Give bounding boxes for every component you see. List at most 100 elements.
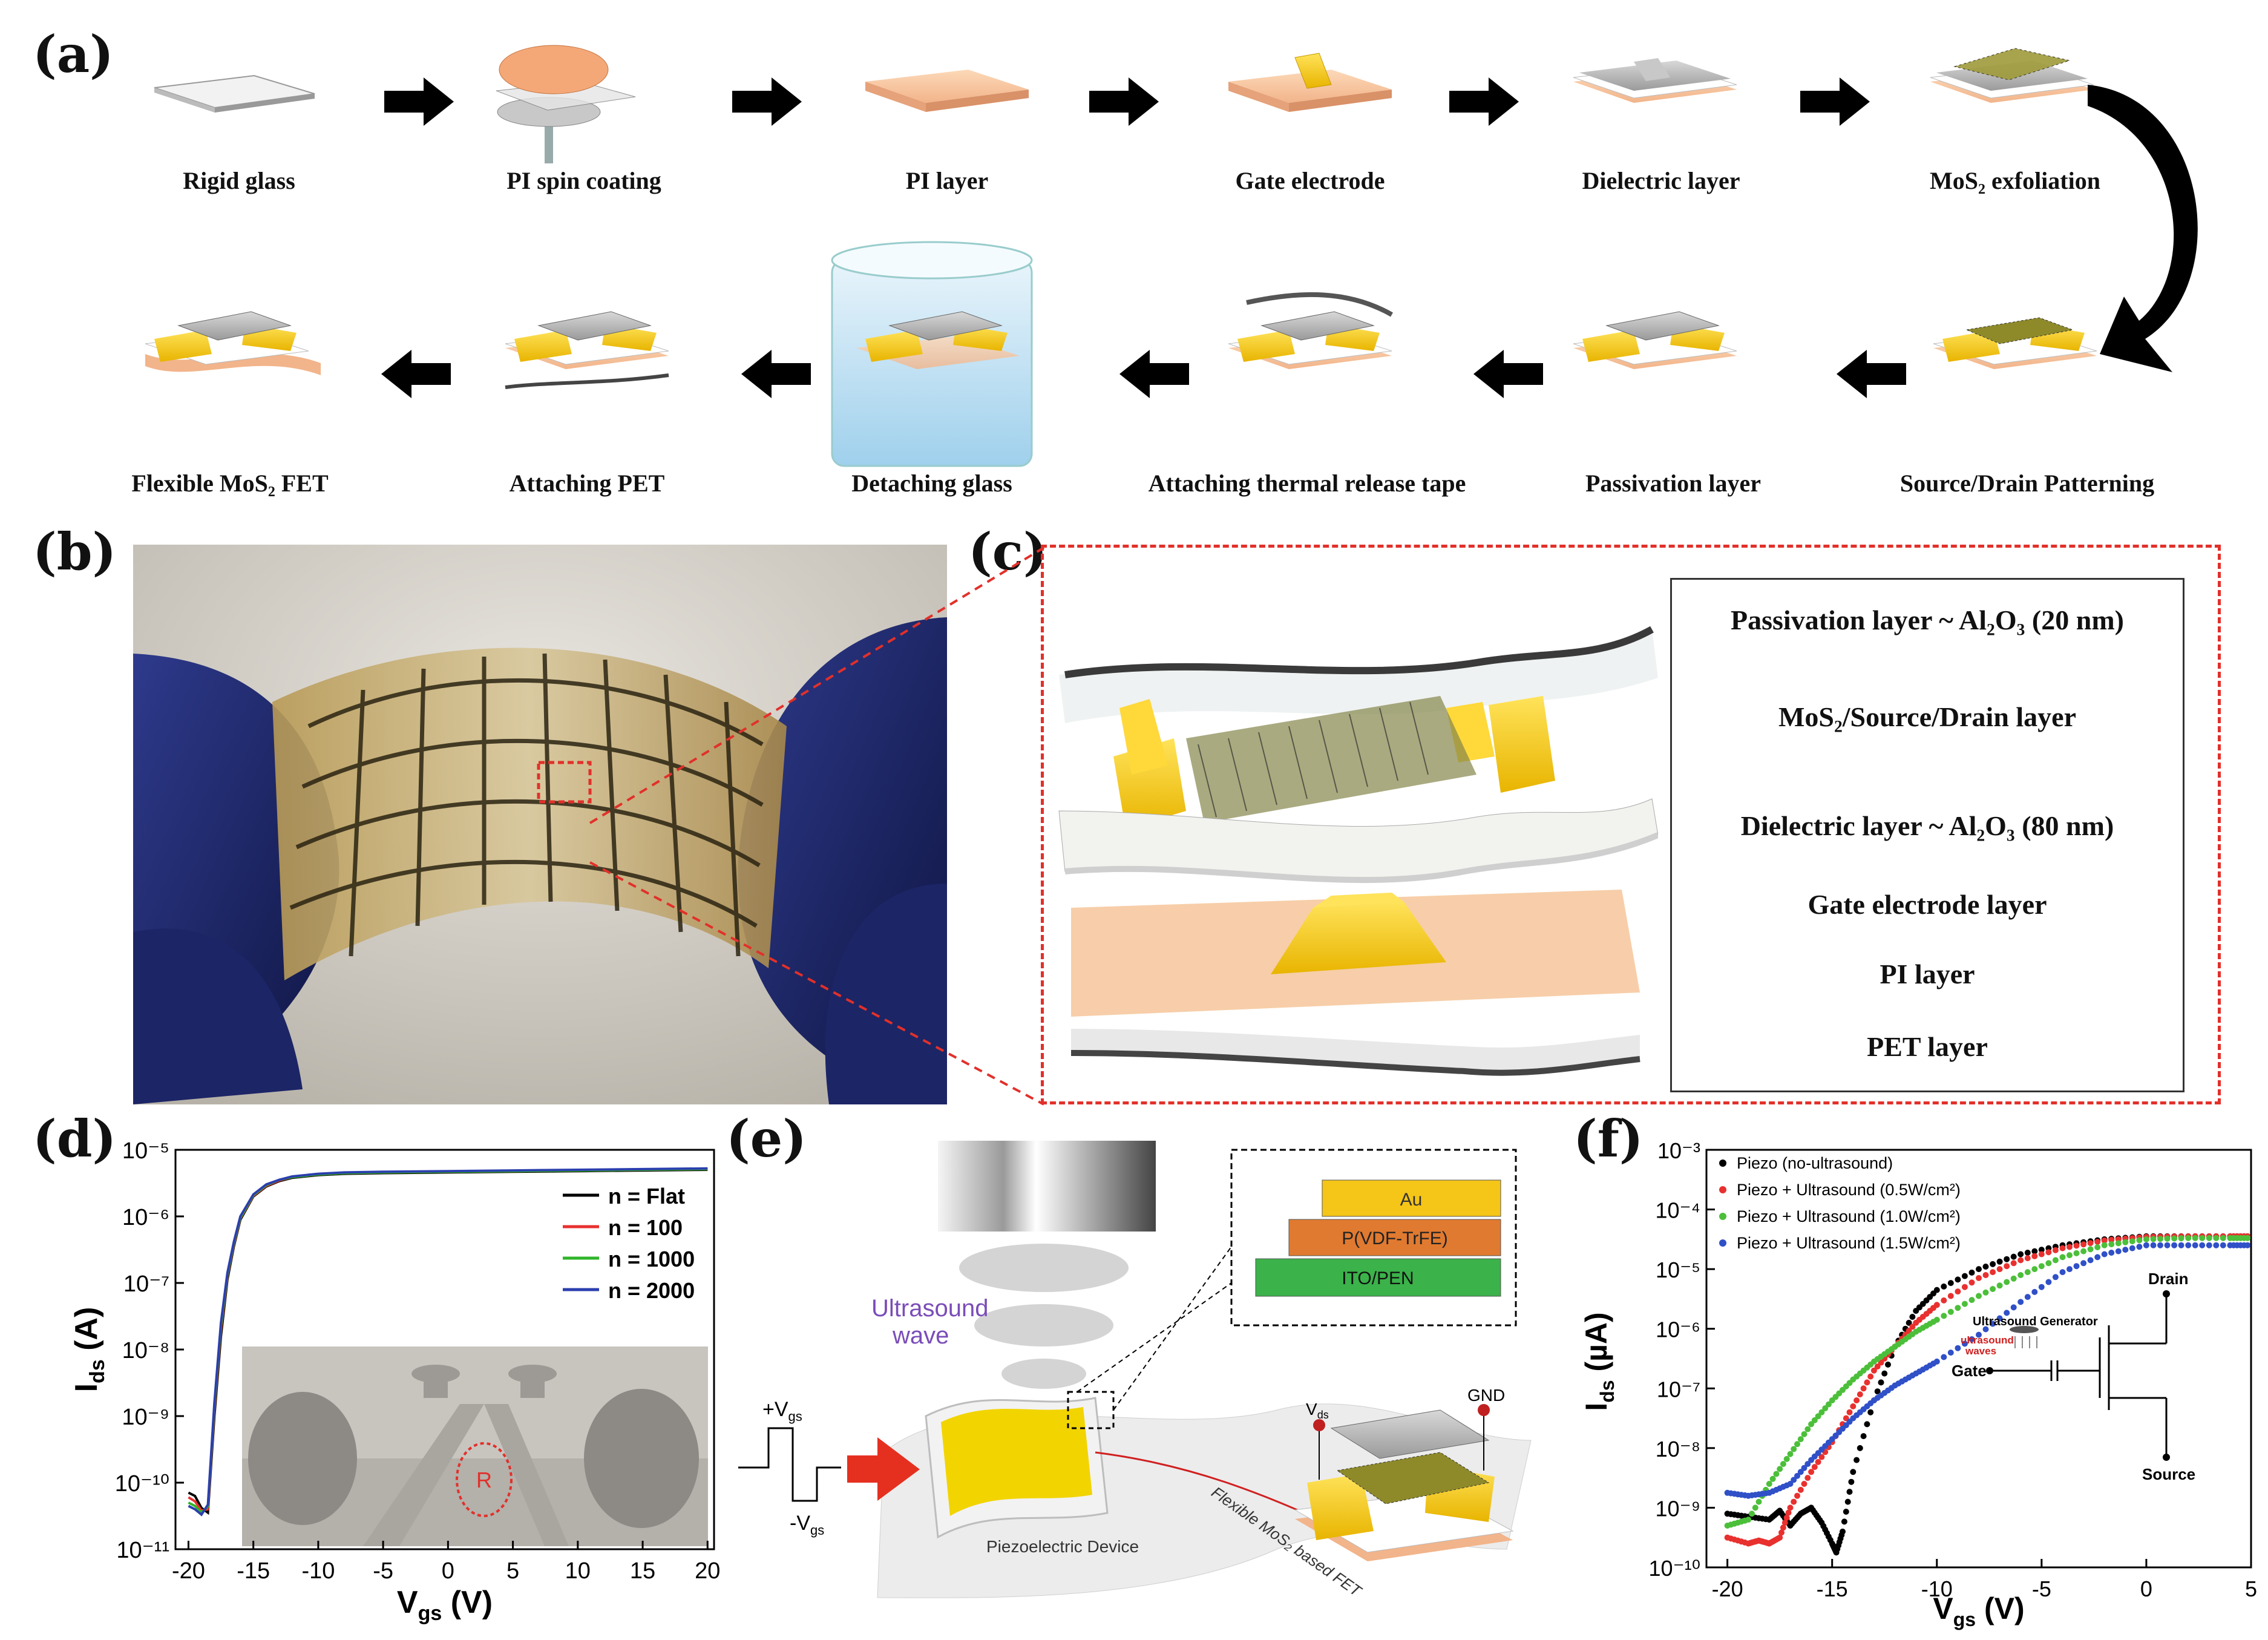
series-point-1 — [1982, 1272, 1989, 1278]
x-tick-label: 0 — [2140, 1576, 2152, 1601]
series-point-0 — [1968, 1269, 1975, 1276]
series-point-1 — [2052, 1247, 2059, 1253]
series-point-3 — [2024, 1294, 2031, 1301]
y-tick-label: 10⁻³ — [1657, 1138, 1700, 1163]
series-point-1 — [2108, 1236, 2115, 1243]
series-point-2 — [2080, 1248, 2087, 1255]
panel-label-d: (d) — [33, 1109, 117, 1169]
y-tick-label: 10⁻⁷ — [123, 1271, 169, 1297]
series-point-3 — [1996, 1315, 2003, 1322]
series-point-0 — [2038, 1247, 2045, 1253]
series-point-3 — [2108, 1250, 2115, 1256]
step-label-1: Rigid glass — [183, 167, 295, 194]
x-tick-label: -15 — [237, 1558, 270, 1584]
series-point-1 — [1976, 1274, 1982, 1281]
legend-label: Piezo + Ultrasound (1.5W/cm²) — [1737, 1234, 1961, 1252]
y-tick-label: 10⁻⁵ — [122, 1138, 169, 1164]
series-point-3 — [2038, 1284, 2045, 1290]
series-point-2 — [1947, 1308, 1954, 1315]
series-point-0 — [1841, 1518, 1847, 1525]
series-point-0 — [1867, 1409, 1874, 1415]
series-point-2 — [2059, 1254, 2066, 1261]
series-point-2 — [2199, 1235, 2206, 1241]
series-point-3 — [1804, 1461, 1811, 1468]
series-point-1 — [1804, 1475, 1811, 1481]
series-point-0 — [1864, 1421, 1870, 1428]
y-tick-label: 10⁻⁶ — [1656, 1317, 1700, 1342]
series-point-0 — [1955, 1276, 1961, 1283]
series-point-1 — [1783, 1514, 1790, 1521]
legend-label: n = 2000 — [608, 1278, 695, 1303]
series-point-3 — [2010, 1304, 2017, 1311]
series-point-2 — [2122, 1239, 2129, 1245]
series-point-0 — [1846, 1489, 1853, 1495]
series-point-2 — [1941, 1313, 1947, 1319]
series-point-2 — [1815, 1413, 1821, 1420]
series-point-0 — [1982, 1264, 1989, 1270]
circuit-generator-label: Ultrasound Generator — [1973, 1315, 2098, 1328]
step-label-2: PI spin coating — [506, 167, 661, 194]
series-point-3 — [1801, 1465, 1808, 1471]
circuit-source-label: Source — [2142, 1465, 2195, 1483]
legend-label: n = 1000 — [608, 1247, 695, 1271]
vgs-plus-label: +Vgs — [762, 1398, 802, 1424]
series-point-3 — [2192, 1242, 2198, 1248]
x-tick-label: -20 — [172, 1558, 205, 1584]
piezo-label: Piezoelectric Device — [986, 1537, 1139, 1556]
legend-swatch — [1719, 1159, 1726, 1167]
series-point-3 — [1941, 1354, 1947, 1360]
step-label-7: Flexible MoS₂ FET — [131, 470, 329, 497]
x-tick-label: -10 — [1921, 1576, 1953, 1601]
exploded-layer-graphic — [1058, 626, 1658, 1076]
wave-3 — [1001, 1359, 1086, 1389]
series-point-1 — [1857, 1391, 1863, 1398]
chart-f-x-axis-label: Vgs (V) — [1933, 1592, 2024, 1630]
x-tick-label: -5 — [373, 1558, 393, 1584]
gnd-label: GND — [1467, 1386, 1505, 1405]
series-point-2 — [2206, 1235, 2212, 1241]
series-point-2 — [2178, 1235, 2184, 1242]
vgs-pulse — [738, 1427, 841, 1502]
series-point-1 — [1909, 1323, 1916, 1330]
series-point-2 — [2136, 1237, 2143, 1244]
transducer — [938, 1141, 1156, 1232]
series-point-1 — [1850, 1403, 1857, 1409]
series-point-2 — [1804, 1426, 1811, 1432]
series-point-1 — [1811, 1464, 1818, 1471]
layer-label-mos2: MoS₂/Source/Drain layer — [1778, 701, 2077, 732]
series-point-0 — [1844, 1498, 1851, 1505]
series-point-3 — [1933, 1358, 1940, 1365]
series-point-0 — [1933, 1287, 1940, 1293]
process-flow-diagram — [145, 45, 2198, 467]
circuit-waves-label-1: ultrasound — [1961, 1334, 2014, 1346]
series-point-1 — [1870, 1367, 1877, 1374]
chart-d-inset-r-marker: R — [476, 1468, 492, 1492]
layer-label-gate: Gate electrode layer — [1808, 889, 2047, 920]
series-point-3 — [2206, 1242, 2212, 1248]
series-point-3 — [2244, 1242, 2251, 1248]
series-point-2 — [2101, 1242, 2108, 1248]
series-point-1 — [2017, 1257, 2024, 1264]
series-point-1 — [1797, 1486, 1804, 1493]
chart-d-y-axis-label: Ids (A) — [69, 1307, 109, 1392]
series-point-2 — [2010, 1275, 2017, 1282]
y-tick-label: 10⁻⁹ — [1656, 1496, 1700, 1521]
series-point-3 — [2094, 1254, 2101, 1261]
series-point-1 — [1778, 1529, 1785, 1536]
x-tick-label: 5 — [506, 1558, 519, 1584]
series-point-3 — [2136, 1244, 2143, 1250]
series-point-1 — [1794, 1492, 1800, 1499]
series-point-1 — [1818, 1454, 1825, 1460]
series-point-3 — [2031, 1288, 2038, 1295]
step-gate-electrode-graphic — [1228, 53, 1392, 112]
series-point-3 — [2157, 1242, 2163, 1248]
x-tick-label: -10 — [301, 1558, 335, 1584]
series-point-2 — [2031, 1266, 2038, 1273]
series-point-2 — [2143, 1236, 2149, 1242]
chart-f-circuit — [1991, 1295, 2168, 1455]
series-point-1 — [1801, 1481, 1808, 1487]
legend-label: n = 100 — [608, 1215, 683, 1240]
series-point-0 — [1885, 1361, 1891, 1368]
series-point-3 — [2220, 1242, 2226, 1248]
zoom-lines — [589, 546, 1045, 1106]
